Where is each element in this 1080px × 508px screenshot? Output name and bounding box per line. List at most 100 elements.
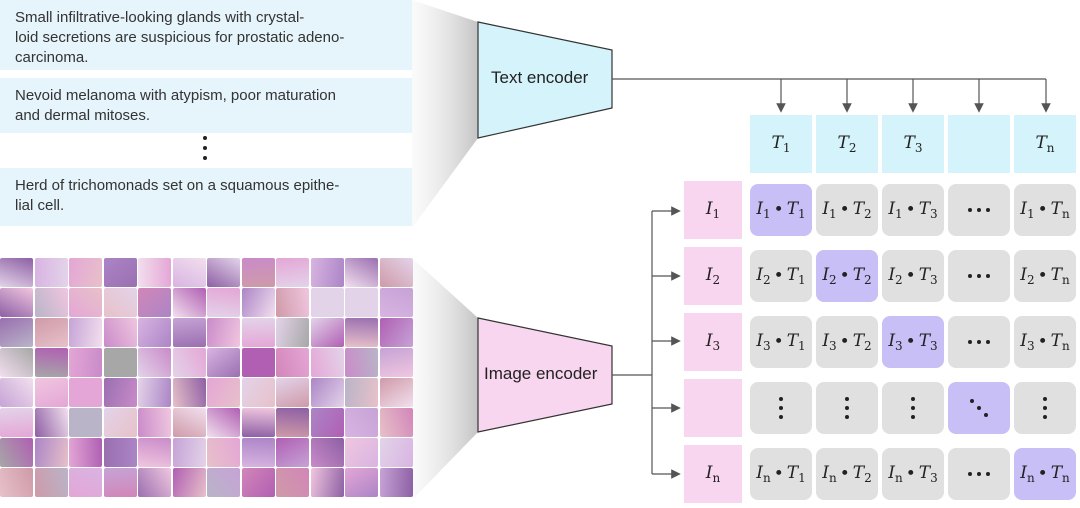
image-thumbnail xyxy=(172,438,206,467)
image-thumbnail xyxy=(0,408,33,437)
similarity-cell xyxy=(948,448,1010,500)
image-thumbnail xyxy=(241,408,275,437)
similarity-cell: In•T2 xyxy=(816,448,878,500)
vertical-ellipsis-icon xyxy=(1043,397,1047,419)
image-thumbnail xyxy=(69,408,102,437)
image-thumbnail xyxy=(0,378,33,407)
image-encoder-label: Image encoder xyxy=(484,364,598,383)
image-thumbnail xyxy=(310,348,344,377)
image-thumbnail xyxy=(276,348,309,377)
text-embedding-2: T2 xyxy=(816,115,878,173)
caption-box-2: Nevoid melanoma with atypism, poor matur… xyxy=(0,78,412,133)
image-thumbnail xyxy=(34,318,68,347)
image-thumbnail xyxy=(0,318,33,347)
text-embedding-3: T3 xyxy=(882,115,944,173)
text-embedding-1: T1 xyxy=(750,115,812,173)
image-thumbnail xyxy=(207,468,240,497)
image-thumbnail xyxy=(276,258,309,287)
image-thumbnail xyxy=(379,288,413,317)
similarity-cell xyxy=(948,250,1010,302)
image-thumbnail xyxy=(138,258,171,287)
image-thumbnail xyxy=(103,348,137,377)
similarity-cell: I1•T3 xyxy=(882,184,944,236)
similarity-cell xyxy=(1014,382,1076,434)
image-thumbnail xyxy=(207,438,240,467)
text-embedding-ellipsis xyxy=(948,115,1010,173)
image-thumbnail xyxy=(345,288,378,317)
similarity-cell: I3•Tn xyxy=(1014,316,1076,368)
image-thumbnail xyxy=(207,378,240,407)
image-thumbnail xyxy=(310,258,344,287)
caption-3-line-1: Herd of trichomonads set on a squamous e… xyxy=(15,177,340,194)
image-thumbnail xyxy=(241,348,275,377)
image-thumbnail xyxy=(172,258,206,287)
image-thumbnail xyxy=(310,408,344,437)
similarity-cell xyxy=(750,382,812,434)
similarity-cell xyxy=(882,382,944,434)
image-thumbnail xyxy=(345,378,378,407)
image-embedding-3: I3 xyxy=(684,313,742,371)
image-thumbnail xyxy=(345,258,378,287)
image-embedding-1: I1 xyxy=(684,181,742,239)
vertical-ellipsis-icon xyxy=(779,397,783,419)
similarity-cell: I2•T2 xyxy=(816,250,878,302)
image-thumbnail xyxy=(241,288,275,317)
image-thumbnail xyxy=(138,348,171,377)
horizontal-ellipsis-icon xyxy=(968,208,990,212)
caption-box-3: Herd of trichomonads set on a squamous e… xyxy=(0,168,412,226)
image-thumbnail xyxy=(34,468,68,497)
similarity-cell xyxy=(948,184,1010,236)
image-thumbnail xyxy=(103,438,137,467)
image-thumbnail xyxy=(0,258,33,287)
caption-1-line-1: Small infiltrative-looking glands with c… xyxy=(15,9,305,26)
image-thumbnail xyxy=(34,378,68,407)
caption-2-line-2: and dermal mitoses. xyxy=(15,107,151,124)
image-thumbnail xyxy=(103,378,137,407)
image-thumbnail xyxy=(345,318,378,347)
vertical-ellipsis-icon xyxy=(711,397,715,419)
image-embedding-ellipsis xyxy=(684,379,742,437)
image-thumbnail xyxy=(172,288,206,317)
image-thumbnail xyxy=(138,378,171,407)
image-thumbnail xyxy=(138,438,171,467)
image-thumbnail xyxy=(345,348,378,377)
image-thumbnail xyxy=(172,318,206,347)
caption-1-line-2: loid secretions are suspicious for prost… xyxy=(15,29,345,46)
similarity-cell: In•T1 xyxy=(750,448,812,500)
caption-3-line-2: lial cell. xyxy=(15,197,65,214)
horizontal-ellipsis-icon xyxy=(968,340,990,344)
horizontal-ellipsis-icon xyxy=(968,274,990,278)
image-thumbnail xyxy=(276,288,309,317)
similarity-cell: I1•T1 xyxy=(750,184,812,236)
image-thumbnail xyxy=(69,468,102,497)
image-thumbnail xyxy=(276,468,309,497)
image-thumbnail xyxy=(379,378,413,407)
similarity-cell: I3•T3 xyxy=(882,316,944,368)
image-thumbnail xyxy=(207,288,240,317)
image-funnel xyxy=(412,258,478,500)
image-thumbnail xyxy=(276,378,309,407)
image-thumbnail xyxy=(69,318,102,347)
image-thumbnail xyxy=(379,468,413,497)
image-embedding-2: I2 xyxy=(684,247,742,305)
text-encoder-trapezoid xyxy=(477,21,613,139)
diagonal-ellipsis-icon xyxy=(970,399,988,417)
image-thumbnail xyxy=(69,378,102,407)
image-thumbnail xyxy=(172,468,206,497)
similarity-cell: I2•Tn xyxy=(1014,250,1076,302)
image-thumbnail-grid xyxy=(0,258,413,498)
similarity-cell: I2•T3 xyxy=(882,250,944,302)
image-thumbnail xyxy=(207,318,240,347)
image-thumbnail xyxy=(34,408,68,437)
image-thumbnail xyxy=(69,258,102,287)
horizontal-ellipsis-icon xyxy=(968,142,990,146)
image-thumbnail xyxy=(310,378,344,407)
image-thumbnail xyxy=(103,288,137,317)
caption-box-1: Small infiltrative-looking glands with c… xyxy=(0,0,412,70)
image-thumbnail xyxy=(379,438,413,467)
similarity-cell: I2•T1 xyxy=(750,250,812,302)
text-funnel xyxy=(412,0,478,228)
image-thumbnail xyxy=(34,258,68,287)
image-thumbnail xyxy=(207,408,240,437)
